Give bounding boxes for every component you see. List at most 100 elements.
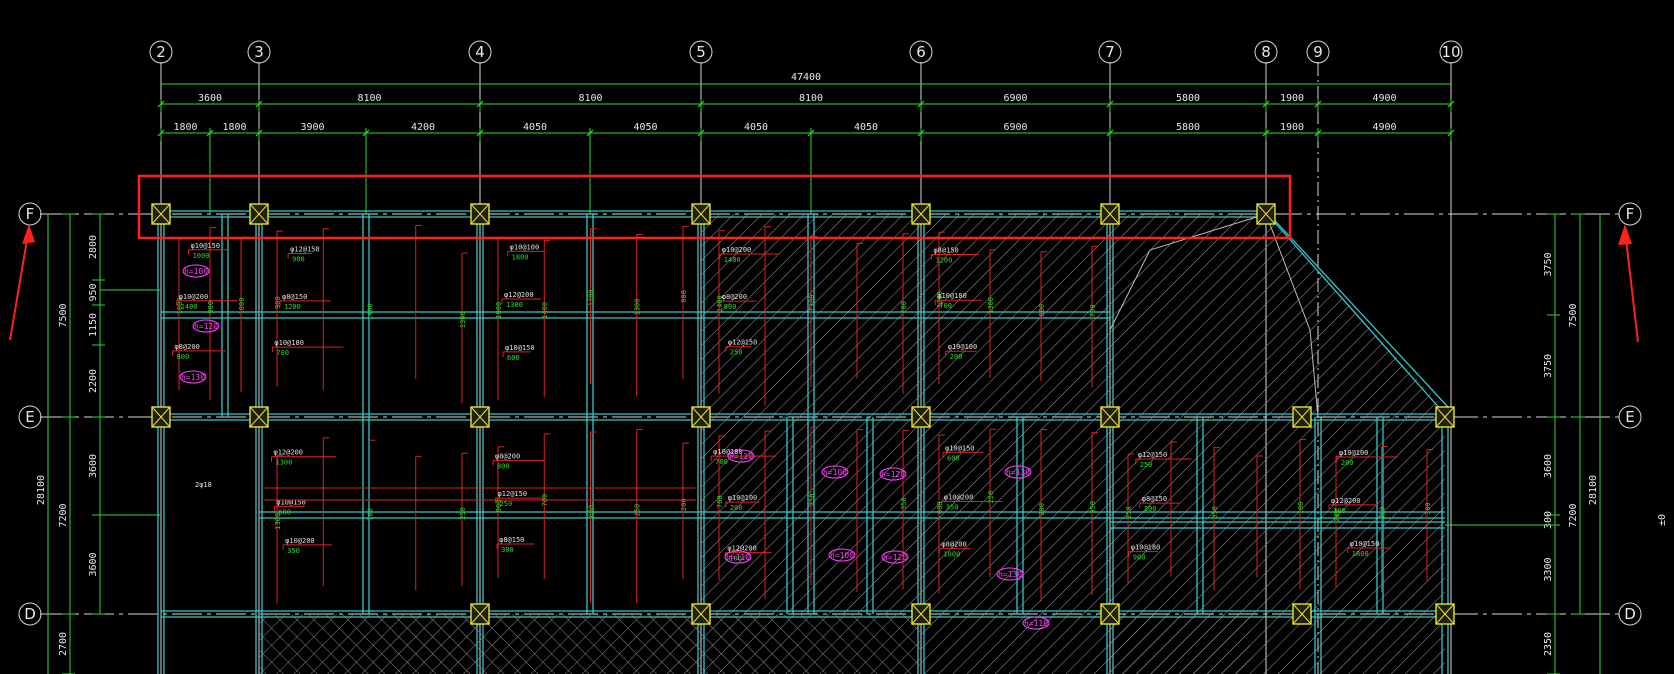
dim-row2-text: 1800 bbox=[222, 122, 246, 133]
axis-label-F-left: F bbox=[26, 205, 35, 223]
rebar-length-text: 1200 bbox=[936, 291, 944, 308]
rebar-spec-text: φ8@200 bbox=[722, 293, 747, 301]
dim-left-inner-text: 3600 bbox=[88, 552, 99, 576]
rebar-spec-text: φ10@150 bbox=[505, 344, 535, 352]
dim-row1-slash bbox=[697, 100, 705, 108]
rebar-spec-text: φ8@150 bbox=[1142, 495, 1167, 503]
rebar-length-text: 1200 bbox=[588, 289, 596, 306]
rebar-length-text: 1300 bbox=[987, 297, 995, 314]
rebar-length-text: 300 bbox=[1144, 505, 1157, 513]
dim-left-total-text: 28100 bbox=[36, 475, 47, 505]
rebar-spec-text: φ12@150 bbox=[1138, 451, 1168, 459]
dim-left-outer-text: 7200 bbox=[58, 503, 69, 527]
rebar-length-text: 200 bbox=[1038, 503, 1046, 516]
rebar-spec-text: φ8@200 bbox=[175, 343, 200, 351]
column-diagonal bbox=[470, 406, 490, 428]
rebar-length-text: 250 bbox=[1140, 461, 1153, 469]
slab-thickness-tag bbox=[996, 567, 1024, 581]
rebar-length-text: 350 bbox=[900, 497, 908, 510]
rebar-length-text: 1400 bbox=[181, 303, 198, 311]
dim-right-inner-text: 3300 bbox=[1543, 557, 1554, 581]
hatched-slab-southeast bbox=[1110, 614, 1250, 674]
rebar-spec-text: φ10@200 bbox=[285, 537, 315, 545]
slab-thickness-tag bbox=[724, 550, 752, 564]
axis-bubble-2 bbox=[149, 40, 173, 64]
rebar-spec-text: φ8@150 bbox=[933, 247, 958, 255]
beam-diagonal bbox=[1265, 210, 1449, 408]
rebar-length-text: 800 bbox=[495, 500, 503, 513]
rebar-length-text: 800 bbox=[680, 290, 688, 303]
axis-label-6: 6 bbox=[916, 43, 926, 61]
axis-label-D-right: D bbox=[1624, 605, 1636, 623]
beam-outlines bbox=[157, 210, 1449, 674]
arrow-left-shaft bbox=[9, 227, 30, 341]
rebar-length-text: 350 bbox=[1379, 507, 1387, 520]
dim-left-outer-text: 7500 bbox=[58, 303, 69, 327]
dim-row2-text: 4200 bbox=[411, 122, 435, 133]
axis-label-4: 4 bbox=[475, 43, 485, 61]
dim-left-inner-text: 950 bbox=[88, 283, 99, 301]
rebar-spec-text: φ12@200 bbox=[504, 291, 534, 299]
rebar-spec-text: φ10@150 bbox=[1350, 540, 1380, 548]
rebar-spec-text: φ10@200 bbox=[944, 493, 974, 501]
slab-thickness-text: h=130 bbox=[1006, 468, 1030, 477]
rebar-length-text: 350 bbox=[1089, 501, 1097, 514]
axis-label-8: 8 bbox=[1261, 43, 1271, 61]
dim-row2-slash bbox=[917, 129, 925, 137]
rebar-spec-text: φ12@200 bbox=[727, 545, 757, 553]
dim-row1-text: 1900 bbox=[1280, 93, 1304, 104]
slab-thickness-tag bbox=[828, 548, 856, 562]
dim-row1-slash bbox=[1262, 100, 1270, 108]
slab-thickness-tag bbox=[192, 319, 220, 333]
rebar-length-text: 700 bbox=[900, 301, 908, 314]
dim-right-total-text: 28100 bbox=[1588, 475, 1599, 505]
column-diagonal bbox=[1100, 203, 1120, 225]
rebar-length-text: 800 bbox=[497, 462, 510, 470]
rebar-length-text: 1000 bbox=[943, 551, 960, 559]
dim-right-inner-text: 300 bbox=[1543, 511, 1554, 529]
rebar-length-text: 900 bbox=[207, 301, 215, 314]
column-diagonal bbox=[691, 203, 711, 225]
partial-edge-text: ±0 bbox=[1657, 514, 1668, 526]
rebar-length-text: 1400 bbox=[541, 302, 549, 319]
column bbox=[1100, 203, 1120, 225]
dim-total-text: 47400 bbox=[791, 72, 821, 83]
dim-row2-slash bbox=[697, 129, 705, 137]
rebar-spec-text: φ12@200 bbox=[1331, 497, 1361, 505]
crosshatched-slab-south bbox=[259, 614, 921, 674]
axis-bubble-E-right bbox=[1618, 405, 1642, 429]
slab-thickness-tag bbox=[1022, 616, 1050, 630]
axis-label-7: 7 bbox=[1105, 43, 1115, 61]
column-diagonal bbox=[470, 203, 490, 225]
column-diagonal bbox=[470, 603, 490, 625]
rebar-length-text: 250 bbox=[808, 493, 816, 506]
rebar-length-text: 700 bbox=[715, 458, 728, 466]
dim-right-inner-text: 3600 bbox=[1543, 454, 1554, 478]
dim-right-inner-text: 3750 bbox=[1543, 252, 1554, 276]
rebar-length-text: 300 bbox=[501, 546, 514, 554]
rebar-length-text: 250 bbox=[459, 507, 467, 520]
dim-row2-text: 4050 bbox=[854, 122, 878, 133]
column bbox=[1292, 406, 1312, 428]
axis-bubble-10 bbox=[1439, 40, 1463, 64]
column-diagonal bbox=[151, 406, 171, 428]
axis-bubble-9 bbox=[1306, 40, 1330, 64]
rebar-length-text: 1300 bbox=[274, 513, 282, 530]
column bbox=[470, 203, 490, 225]
hatched-slab-areas bbox=[259, 214, 1445, 674]
axis-label-10: 10 bbox=[1441, 43, 1460, 61]
column-diagonal bbox=[1292, 603, 1312, 625]
rebar-spec-text: φ12@150 bbox=[498, 490, 528, 498]
axis-bubble-E-left bbox=[18, 405, 42, 429]
dim-row1-slash bbox=[1314, 100, 1322, 108]
dim-left-inner-text: 1150 bbox=[88, 313, 99, 337]
rebar-spec-text: φ10@150 bbox=[191, 242, 221, 250]
rebar-length-text: 900 bbox=[1133, 554, 1146, 562]
column-diagonal bbox=[151, 203, 171, 225]
axis-label-5: 5 bbox=[696, 43, 706, 61]
axis-bubble-6 bbox=[909, 40, 933, 64]
column bbox=[470, 603, 490, 625]
column bbox=[911, 406, 931, 428]
